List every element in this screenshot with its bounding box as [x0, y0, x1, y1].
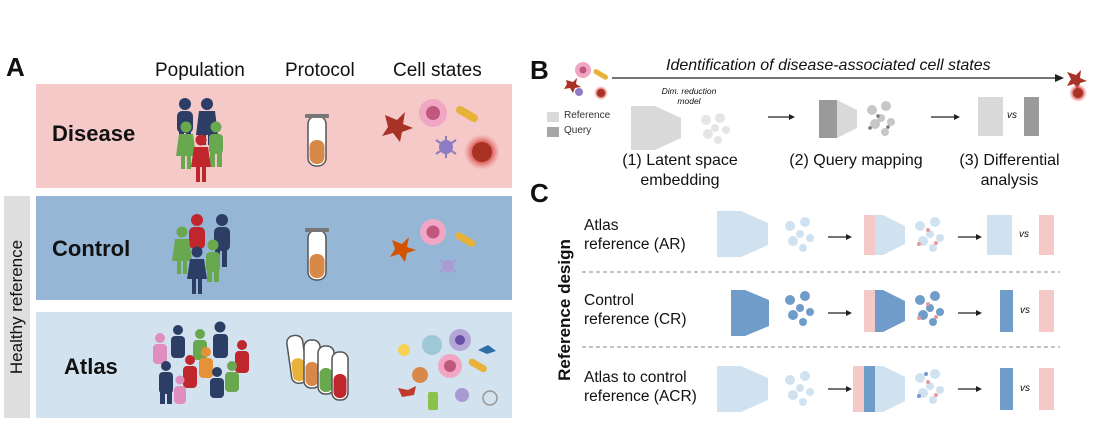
acr-label-line2: reference (ACR)	[584, 388, 697, 405]
panel-b-step-arrows	[768, 114, 960, 120]
ar-vs: vs	[1019, 229, 1029, 240]
cr-compare-icon	[1000, 290, 1054, 332]
ar-mapping-icon	[864, 215, 944, 255]
cr-encoder-icon	[731, 290, 814, 336]
model-label: Dim. reduction model	[656, 86, 722, 106]
panel-b-arrow	[612, 74, 1064, 82]
step3-line1: (3) Differential	[959, 152, 1060, 169]
panel-c-arrows	[828, 236, 976, 390]
step3-line2: analysis	[980, 172, 1039, 189]
ar-label-line2: reference (AR)	[584, 236, 686, 253]
panel-a-letter: A	[6, 52, 25, 82]
step1-line2: embedding	[640, 172, 720, 189]
disease-tube-icon	[305, 114, 329, 167]
acr-encoder-icon	[717, 366, 814, 412]
cr-vs: vs	[1020, 305, 1030, 316]
acr-compare-icon	[1000, 368, 1054, 410]
panel-c-dividers	[582, 271, 1060, 348]
model-label-line2: model	[677, 96, 701, 106]
step3-compare-icon	[978, 97, 1039, 136]
cr-mapping-icon	[864, 290, 944, 332]
ar-label: Atlas reference (AR)	[584, 216, 686, 254]
row-label-disease: Disease	[52, 121, 136, 146]
cr-label-line2: reference (CR)	[584, 311, 687, 328]
disease-cells-icon	[382, 99, 500, 170]
panel-c-letter: C	[530, 178, 549, 208]
control-tube-icon	[305, 228, 329, 281]
acr-label: Atlas to control reference (ACR)	[584, 368, 697, 406]
step1-line1: (1) Latent space	[622, 152, 738, 169]
panel-c-arrowheads	[846, 234, 982, 392]
header-protocol: Protocol	[285, 60, 355, 81]
control-population-icon	[172, 214, 230, 294]
panel-b-vs: vs	[1007, 110, 1017, 121]
acr-mapping-icon	[853, 366, 944, 412]
step2-mapping-icon	[819, 100, 895, 138]
panel-b-output-cells-icon	[1067, 70, 1087, 102]
step2-label: (2) Query mapping	[776, 151, 936, 171]
control-cells-icon	[390, 219, 476, 273]
step1-encoder-icon	[631, 106, 730, 150]
acr-label-line1: Atlas to control	[584, 369, 687, 386]
atlas-tubes-icon	[286, 334, 349, 401]
panel-b-letter: B	[530, 55, 549, 85]
panel-b-title: Identification of disease-associated cel…	[666, 57, 991, 74]
legend-query: Query	[564, 125, 592, 136]
step3-label: (3) Differential analysis	[942, 151, 1077, 191]
header-population: Population	[155, 60, 245, 81]
atlas-population-icon	[153, 321, 249, 404]
step1-label: (1) Latent space embedding	[605, 151, 755, 191]
panel-b-input-cells-icon	[564, 62, 609, 100]
control-row-band	[36, 196, 512, 300]
acr-vs: vs	[1020, 383, 1030, 394]
legend-reference: Reference	[564, 110, 611, 121]
disease-population-icon	[176, 98, 223, 182]
header-cell-states: Cell states	[393, 60, 482, 81]
atlas-cells-icon	[398, 329, 498, 410]
row-label-control: Control	[52, 236, 131, 261]
step2-line1: (2) Query mapping	[789, 152, 923, 169]
panel-b-legend-swatches	[547, 112, 559, 137]
cr-label-line1: Control	[584, 292, 634, 309]
cr-label: Control reference (CR)	[584, 291, 687, 329]
healthy-reference-bar	[4, 196, 30, 418]
model-label-line1: Dim. reduction	[661, 86, 717, 96]
ar-compare-icon	[987, 215, 1054, 255]
ar-encoder-icon	[717, 211, 814, 257]
ar-label-line1: Atlas	[584, 217, 619, 234]
row-label-atlas: Atlas	[64, 354, 118, 379]
reference-design-label: Reference design	[555, 239, 574, 381]
